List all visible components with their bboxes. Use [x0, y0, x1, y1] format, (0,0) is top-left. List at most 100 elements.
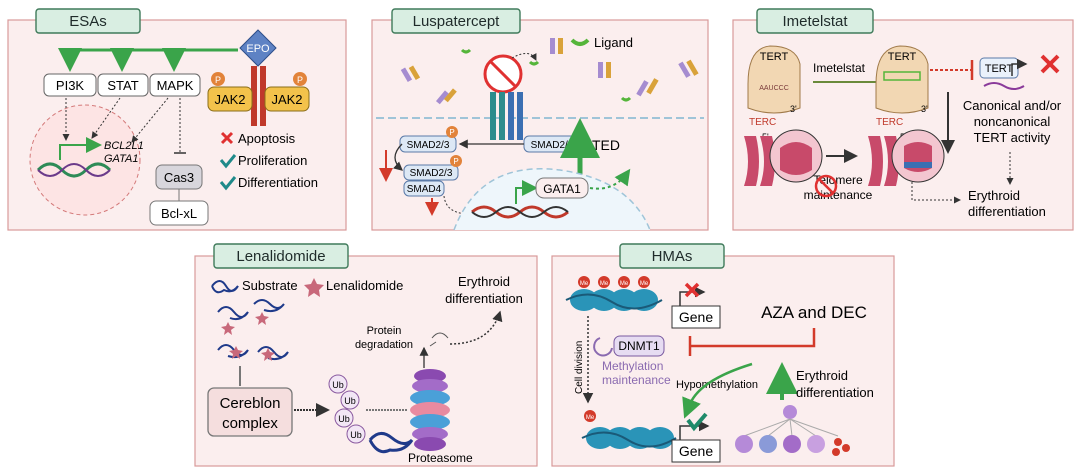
proteasome [410, 369, 450, 451]
lenalidomide-title-box [213, 243, 349, 269]
cross-icon [1040, 54, 1060, 74]
tert-gene-label: TERT [985, 63, 1014, 75]
dnmt1-box [613, 335, 665, 357]
smad-complex-top [403, 164, 459, 181]
cas3-label: Cas3 [164, 170, 194, 185]
hmas-title: HMAs [652, 248, 693, 265]
me-label: Me [600, 281, 609, 287]
ub-circle [328, 374, 348, 394]
tert-activity-line1: Canonical and/or [963, 98, 1062, 113]
lenalidomide-drug-label: Lenalidomide [326, 278, 403, 293]
imetelstat-title-box [756, 8, 874, 34]
chromatin-top [565, 289, 663, 311]
smad-complex-bottom-label: SMAD4 [407, 184, 442, 195]
terc-left-label: TERC [749, 117, 776, 128]
stat-box [97, 73, 149, 97]
cereblon-complex-box [207, 387, 293, 437]
epo-label: EPO [246, 43, 270, 55]
dna-strand-a [36, 162, 112, 178]
lenalidomide-star-icon [304, 278, 324, 297]
cereblon-line1: Cereblon [220, 395, 281, 412]
bclxl-box [149, 200, 209, 226]
lenalidomide-panel: Lenalidomide Substrate Lenalidomide Cere… [194, 243, 538, 467]
bclxl-label: Bcl-xL [161, 206, 197, 221]
pi3k-label: PI3K [56, 78, 85, 93]
substrate-cluster [257, 346, 289, 361]
ub-circle [346, 424, 366, 444]
cross-icon [684, 282, 700, 298]
methylation-line2: maintenance [602, 373, 671, 387]
jak2-right-box [264, 86, 310, 112]
substrate-cluster [253, 299, 285, 325]
aza-dec-label: AZA and DEC [761, 303, 867, 322]
gene-gata1: GATA1 [104, 153, 138, 165]
phospho-left [211, 72, 225, 86]
dna-strand-b [37, 163, 111, 177]
me-label: Me [580, 281, 589, 287]
ligand-icon [570, 38, 590, 46]
ub-label: Ub [332, 380, 344, 390]
substrate-icon [211, 280, 239, 294]
gene-bottom-box [671, 439, 721, 463]
gene-bcl2l1: BCL2L1 [104, 140, 144, 152]
check-icon [686, 412, 708, 432]
prime3-right: 3' [921, 104, 928, 114]
methylation-line1: Methylation [602, 359, 663, 373]
ub-label: Ub [338, 414, 350, 424]
jak2-left-label: JAK2 [214, 92, 245, 107]
imetelstat-title: Imetelstat [782, 13, 848, 30]
tert-complex-left [747, 45, 801, 114]
check-icon [219, 176, 237, 191]
ub-label: Ub [344, 396, 356, 406]
substrate-cluster [217, 344, 249, 359]
legend-proliferation: Proliferation [238, 153, 307, 168]
ted-label: TED [592, 137, 620, 153]
luspatercept-panel: Luspatercept Ligand [371, 8, 709, 231]
imetelstat-drug-label: Imetelstat [813, 61, 866, 75]
smad-left-box [399, 135, 457, 153]
epo-diamond [239, 29, 277, 67]
mapk-box [149, 73, 201, 97]
stat-label: STAT [107, 78, 138, 93]
proteasome-label: Proteasome [408, 451, 473, 465]
me-label: Me [586, 415, 595, 421]
protein-degradation-line1: Protein [367, 325, 402, 337]
legend-apoptosis: Apoptosis [238, 131, 296, 146]
tert-right-label: TERT [888, 51, 917, 63]
cereblon-line2: complex [222, 415, 278, 432]
telomere-line2: maintenance [804, 188, 873, 202]
esas-nucleus [29, 104, 141, 216]
dnmt1-label: DNMT1 [618, 339, 660, 353]
prime3-left: 3' [790, 104, 797, 114]
cross-icon [220, 131, 234, 145]
smad-complex-phospho: P [453, 157, 458, 166]
esas-title: ESAs [69, 13, 107, 30]
imetelstat-outcome-line1: Erythroid [968, 188, 1020, 203]
receptor-left-chain [251, 66, 257, 126]
substrate-label: Substrate [242, 278, 298, 293]
cell-division-label: Cell division [574, 341, 585, 394]
lenalidomide-title: Lenalidomide [236, 248, 325, 265]
gene-top-label: Gene [679, 309, 713, 325]
smad-complex-bottom [403, 180, 445, 197]
phospho-right [293, 72, 307, 86]
hmas-panel: HMAs Me Me Me Me Gene AZA and DEC DNM [551, 243, 895, 467]
ubiquitinated-substrate [368, 432, 414, 454]
lenalidomide-outcome-line1: Erythroid [458, 274, 510, 289]
smad-left-label: SMAD2/3 [407, 140, 450, 151]
gata1-box [535, 177, 589, 199]
me-label: Me [640, 281, 649, 287]
receptor-right-chain [260, 66, 266, 126]
tert-left-label: TERT [760, 51, 789, 63]
check-icon [219, 154, 237, 169]
receptor-icon [678, 59, 699, 78]
smad-complex-top-label: SMAD2/3 [410, 168, 453, 179]
esas-panel: ESAs PI3K STAT MAPK EPO JAK2 JAK2 P P BC… [7, 8, 347, 231]
ub-circle [334, 408, 354, 428]
lenalidomide-outcome-line2: differentiation [445, 291, 523, 306]
hmas-outcome-line1: Erythroid [796, 368, 848, 383]
no-entry-icon [814, 174, 838, 198]
gene-bottom-label: Gene [679, 443, 713, 459]
imetelstat-outcome-line2: differentiation [968, 204, 1046, 219]
